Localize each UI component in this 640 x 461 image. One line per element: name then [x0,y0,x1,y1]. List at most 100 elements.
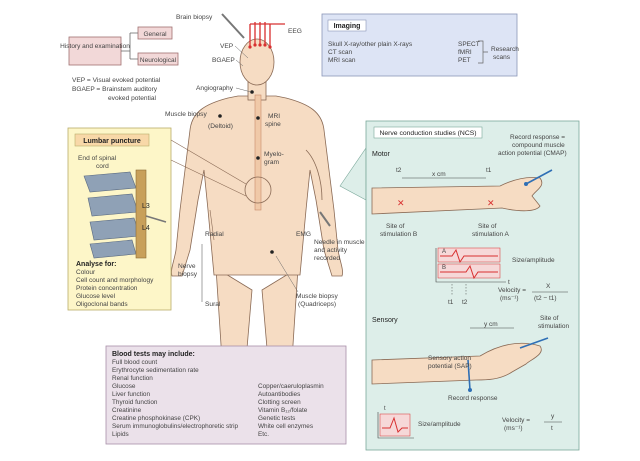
muscle-biopsy-label: Muscle biopsy [165,111,207,118]
spine-dot [256,116,260,120]
blood-item: Full blood count [112,359,157,366]
stim-b-mark: ✕ [397,198,405,208]
history-label: History and examination [60,43,130,50]
sensory-record-electrode [467,359,471,391]
cord-label: End of spinal [78,155,117,162]
motor-t1: t1 [486,167,492,174]
blood-item: Serum immunoglobulins/electrophoretic st… [112,423,239,430]
needle-label: recorded [314,255,340,262]
imaging-item: SPECT [458,41,480,48]
angiography-label: Angiography [196,85,234,92]
history-group: History and examination General Neurolog… [60,26,179,66]
emg-arm-outline [305,149,323,201]
general-label: General [143,31,167,38]
abbrev-bgaep: evoked potential [108,95,157,102]
research-bracket [478,40,488,64]
ncs-title: Nerve conduction studies (NCS) [379,130,476,137]
analyse-item: Colour [76,269,96,276]
blood-item: Vitamin B₁₂/folate [258,407,308,414]
abbrev-bgaep: BGAEP = Brainstem auditory [72,86,158,93]
motor-traces [435,247,506,296]
neurological-label: Neurological [140,57,177,64]
analyse-item: Protein concentration [76,285,138,292]
sap-label: potential (SAP) [428,363,472,370]
site-s-label: Site of [540,315,559,322]
motor-t1-axis: t1 [448,299,454,306]
brain-biopsy-needle [221,13,245,39]
eeg-electrodes [249,22,285,46]
blood-group: Blood tests may include: Full blood coun… [105,345,347,445]
record-label: compound muscle [512,142,565,149]
l3-label: L3 [142,203,150,210]
sensory-y-num: y [551,413,555,420]
motor-heading: Motor [372,151,391,158]
eeg-electrode-dot [268,45,272,49]
sensory-heading: Sensory [372,317,398,324]
site-a-label: stimulation A [472,231,510,238]
sensory-velocity: Velocity = [502,417,530,424]
lumbar-title-box [74,133,150,147]
record-resp-label: Record response [448,395,498,402]
mri-spine-label: MRI [268,113,280,120]
blood-item: Genetic tests [258,415,295,422]
motor-x-num: X [546,283,551,290]
sensory-ycm: y cm [484,321,498,328]
nerve-biopsy-label: Nerve [178,263,196,270]
eeg-electrode-dot [253,43,257,47]
analyse-item: Oligoclonal bands [76,301,128,308]
motor-x-den: (t2 − t1) [534,295,557,302]
motor-arm [371,177,543,215]
bgaep-line [235,59,244,67]
head [239,38,275,86]
brain-biopsy-label: Brain biopsy [176,14,213,21]
blood-item: Creatinine [112,407,142,414]
ncs-box [365,120,580,451]
motor-velocity: Velocity = [498,287,526,294]
lp-needle [145,215,167,223]
needle-label: Needle in muscle [314,239,365,246]
analyse-title: Analyse for: [76,261,116,268]
research-label: scans [493,54,511,61]
site-s-label: stimulation [538,323,569,330]
research-label: Research [491,46,519,53]
history-bracket [121,32,138,60]
blood-item: Renal function [112,375,153,382]
imaging-title-box [327,19,367,32]
vep-line [234,45,249,59]
human-figure [171,13,343,382]
imaging-item: PET [458,57,471,64]
l4-label: L4 [142,225,150,232]
site-b-label: stimulation B [380,231,417,238]
cord-label: cord [96,163,109,170]
quad-biopsy-label: (Quadriceps) [298,301,336,308]
bgaep-label: BGAEP [212,57,235,64]
emg-label: EMG [296,231,311,238]
lumbar-title: Lumbar puncture [83,138,141,145]
blood-item: Erythrocyte sedimentation rate [112,367,199,374]
motor-t2: t2 [396,167,402,174]
blood-item: Thyroid function [112,399,158,406]
needle-label: and activity [314,247,348,254]
imaging-group: Imaging Skull X-ray/other plain X-rays C… [321,13,519,77]
motor-record-electrode [525,169,553,185]
motor-size-label: Size/amplitude [512,257,555,264]
ncs-title-box [373,126,483,139]
blood-item: White cell enzymes [258,423,313,430]
spine-strip [254,94,262,211]
site-b-label: Site of [386,223,405,230]
myelogram-dot [256,156,260,160]
imaging-box [321,13,518,77]
motor-t2-axis: t2 [462,299,468,306]
imaging-item: fMRI [458,49,472,56]
deltoid-dot [218,114,222,118]
imaging-item: MRI scan [328,57,356,64]
nerve-biopsy-label: biopsy [178,271,198,278]
radial-nerve-line [209,209,215,241]
stim-a-mark: ✕ [487,198,495,208]
sensory-record-dot [468,388,472,392]
radial-label: Radial [205,231,224,238]
blood-title: Blood tests may include: [112,351,195,358]
sural-label: Sural [205,301,221,308]
ncs-group: Nerve conduction studies (NCS) Record re… [339,120,580,451]
